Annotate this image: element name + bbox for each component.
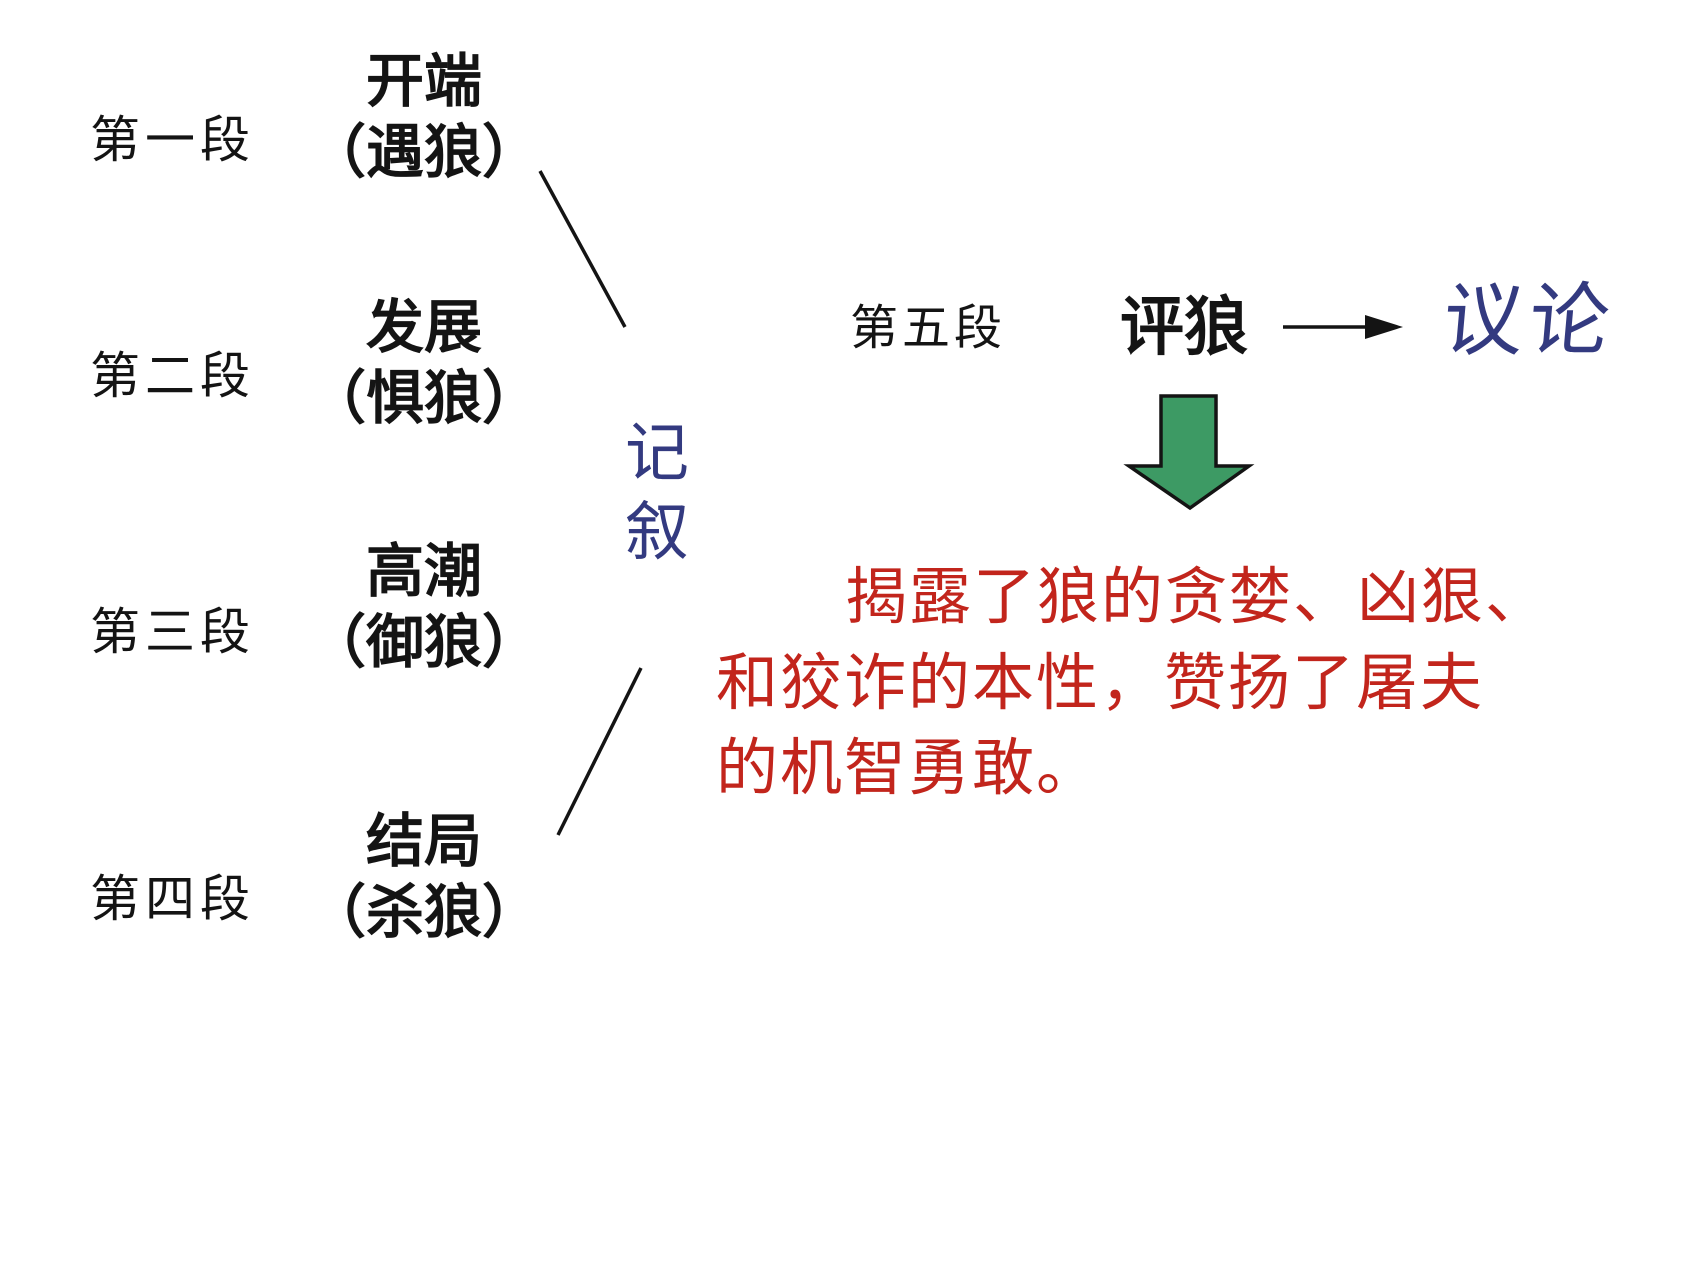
stage-subtitle: （惧狼） bbox=[307, 366, 540, 431]
commentary-category-label: 议论 bbox=[1439, 278, 1620, 366]
stage-subtitle: （御狼） bbox=[307, 610, 540, 675]
paragraph-1-stage: 开端 （遇狼） bbox=[284, 46, 564, 188]
paragraph-2-label: 第二段 bbox=[90, 348, 255, 404]
conclusion-line: 和狡诈的本性，赞扬了屠夫 bbox=[716, 650, 1485, 718]
connector-line-top bbox=[538, 170, 627, 328]
paragraph-5-label: 第五段 bbox=[850, 302, 1007, 355]
connector-line-bottom bbox=[556, 667, 643, 836]
conclusion-line: 的机智勇敢。 bbox=[716, 735, 1101, 803]
paragraph-3-label: 第三段 bbox=[90, 604, 255, 660]
stage-title: 高潮 bbox=[365, 539, 482, 604]
narration-category-label: 记叙 bbox=[625, 418, 689, 568]
paragraph-4-label: 第四段 bbox=[90, 871, 255, 927]
stage-subtitle: （杀狼） bbox=[307, 880, 540, 945]
paragraph-3-stage: 高潮 （御狼） bbox=[284, 536, 564, 678]
stage-subtitle: （遇狼） bbox=[307, 120, 540, 185]
paragraph-5-stage: 评狼 bbox=[1120, 292, 1248, 363]
stage-title: 结局 bbox=[365, 809, 482, 874]
paragraph-2-stage: 发展 （惧狼） bbox=[284, 292, 564, 434]
stage-title: 开端 bbox=[365, 49, 482, 114]
right-arrow-head-icon bbox=[1365, 315, 1403, 339]
conclusion-line: 揭露了狼的贪婪、凶狠、 bbox=[845, 564, 1550, 632]
paragraph-4-stage: 结局 （杀狼） bbox=[284, 806, 564, 948]
down-arrow-icon bbox=[1123, 394, 1255, 511]
stage-title: 发展 bbox=[365, 295, 482, 360]
paragraph-1-label: 第一段 bbox=[90, 112, 255, 168]
